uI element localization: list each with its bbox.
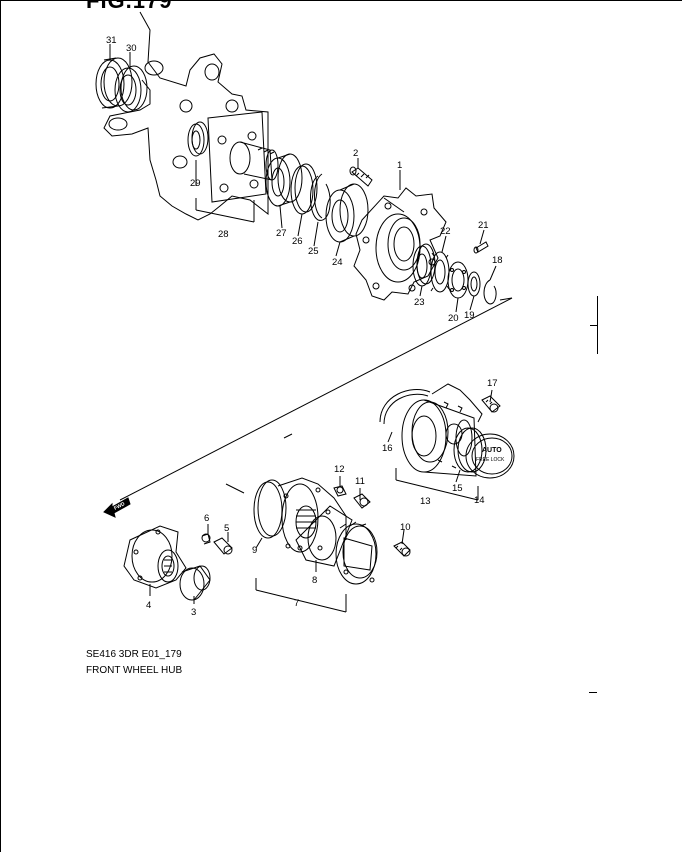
fwd-label: FWD [113, 501, 126, 512]
callout-23: 23 [414, 297, 425, 308]
part-29-seal [187, 121, 209, 157]
callout-7: 7 [294, 598, 299, 609]
part-21-screw [473, 241, 489, 254]
callout-14: 14 [474, 495, 485, 506]
part-31-boot [95, 57, 133, 109]
callout-17: 17 [487, 378, 498, 389]
callout-15: 15 [452, 483, 463, 494]
part-12-washer [333, 485, 347, 497]
part-14-cap: AUTO FREE LOCK [465, 433, 515, 479]
callout-24: 24 [332, 257, 343, 268]
caption-name: FRONT WHEEL HUB [86, 665, 183, 676]
cap-sublabel: FREE LOCK [476, 457, 505, 463]
callout-18: 18 [492, 255, 503, 266]
part-9-gasket [253, 479, 287, 539]
part-17-bolt [481, 395, 501, 413]
part-10-bolt [393, 541, 411, 557]
bracket-lines [109, 44, 497, 613]
part-22-lock-washer [430, 251, 450, 293]
edge-tick-short [590, 325, 598, 326]
callout-30: 30 [126, 43, 137, 54]
callout-4: 4 [146, 600, 151, 611]
steering-knuckle [103, 11, 269, 221]
figure-caption: SE416 3DR E01_179 FRONT WHEEL HUB [86, 647, 182, 679]
part-2-stud [349, 166, 373, 187]
callout-22: 22 [440, 226, 451, 237]
part-5-bolt [213, 537, 233, 555]
assembly-axis-line [119, 297, 513, 501]
callout-28: 28 [218, 229, 229, 240]
callout-12: 12 [334, 464, 345, 475]
callout-21: 21 [478, 220, 489, 231]
part-26-ring [290, 163, 318, 215]
figure-title: FIG.179 [86, 0, 173, 13]
callout-26: 26 [292, 236, 303, 247]
part-20-nut [447, 261, 469, 299]
callout-25: 25 [308, 246, 319, 257]
part-30-seal [114, 65, 148, 113]
callout-29: 29 [190, 178, 201, 189]
part-13-auto-hub [401, 383, 483, 477]
part-19-spacer [467, 271, 481, 297]
callout-16: 16 [382, 443, 393, 454]
part-28-spindle [207, 111, 279, 203]
part-3-cap [179, 565, 211, 601]
part-1-hub [353, 187, 447, 301]
callout-31: 31 [106, 35, 117, 46]
part-25-snap-ring [310, 173, 331, 221]
callout-3: 3 [191, 607, 196, 618]
forward-arrow-icon [103, 497, 131, 518]
part-11-bolt [353, 493, 371, 509]
callout-9: 9 [252, 545, 257, 556]
part-6-washer [201, 533, 211, 545]
cap-label: AUTO [482, 447, 502, 454]
callout-11: 11 [355, 476, 365, 487]
part-27-bearing [265, 153, 303, 207]
callout-2: 2 [353, 148, 358, 159]
part-24-bearing [325, 183, 369, 243]
callout-5: 5 [224, 523, 229, 534]
part-7-knob [335, 521, 378, 585]
part-4-flange [123, 525, 187, 589]
callout-8: 8 [312, 575, 317, 586]
part-8-clutch [295, 505, 353, 567]
part-16-o-ring [379, 389, 431, 425]
callout-1: 1 [397, 160, 402, 171]
part-18-snap-ring [483, 279, 497, 305]
caption-code: SE416 3DR E01_179 [86, 649, 182, 660]
callout-13: 13 [420, 496, 431, 507]
callout-6: 6 [204, 513, 209, 524]
callout-20: 20 [448, 313, 459, 324]
callout-19: 19 [464, 310, 475, 321]
callout-27: 27 [276, 228, 287, 239]
callout-10: 10 [400, 522, 411, 533]
part-15-gasket [453, 427, 487, 473]
edge-tick-bottom [589, 692, 597, 693]
